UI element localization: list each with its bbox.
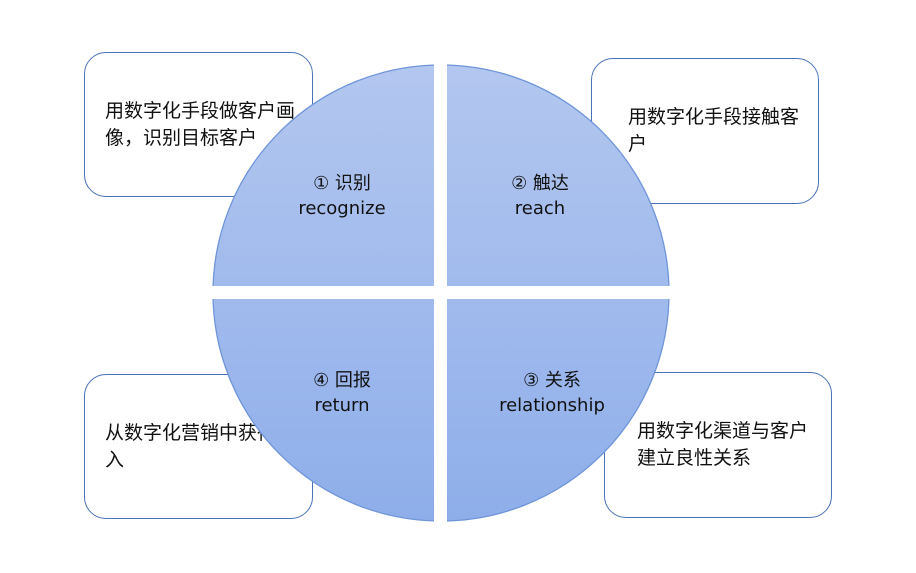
- quadrant-label-recognize: ① 识别 recognize: [257, 171, 427, 221]
- description-text-recognize: 用数字化手段做客户画像，识别目标客户: [105, 99, 296, 149]
- quadrant-label-return: ④ 回报 return: [257, 368, 427, 418]
- quadrant-title-reach: ② 触达: [511, 173, 569, 194]
- description-text-return: 从数字化营销中获得收入: [105, 421, 296, 471]
- quadrant-title-return: ④ 回报: [313, 370, 371, 391]
- quadrant-title-recognize: ① 识别: [313, 173, 371, 194]
- horizontal-divider: [205, 286, 677, 299]
- quadrant-label-relationship: ③ 关系 relationship: [467, 368, 637, 418]
- description-text-relationship: 用数字化渠道与客户建立良性关系: [637, 420, 809, 469]
- quadrant-subtitle-recognize: recognize: [298, 198, 386, 219]
- quadrant-subtitle-relationship: relationship: [499, 395, 605, 416]
- description-text-reach: 用数字化手段接触客户: [628, 106, 800, 155]
- quadrant-subtitle-return: return: [314, 395, 370, 416]
- quadrant-subtitle-reach: reach: [514, 198, 566, 219]
- description-box-recognize: 用数字化手段做客户画像，识别目标客户: [84, 52, 313, 197]
- quadrant-label-reach: ② 触达 reach: [455, 171, 625, 221]
- quadrant-title-relationship: ③ 关系: [523, 370, 581, 391]
